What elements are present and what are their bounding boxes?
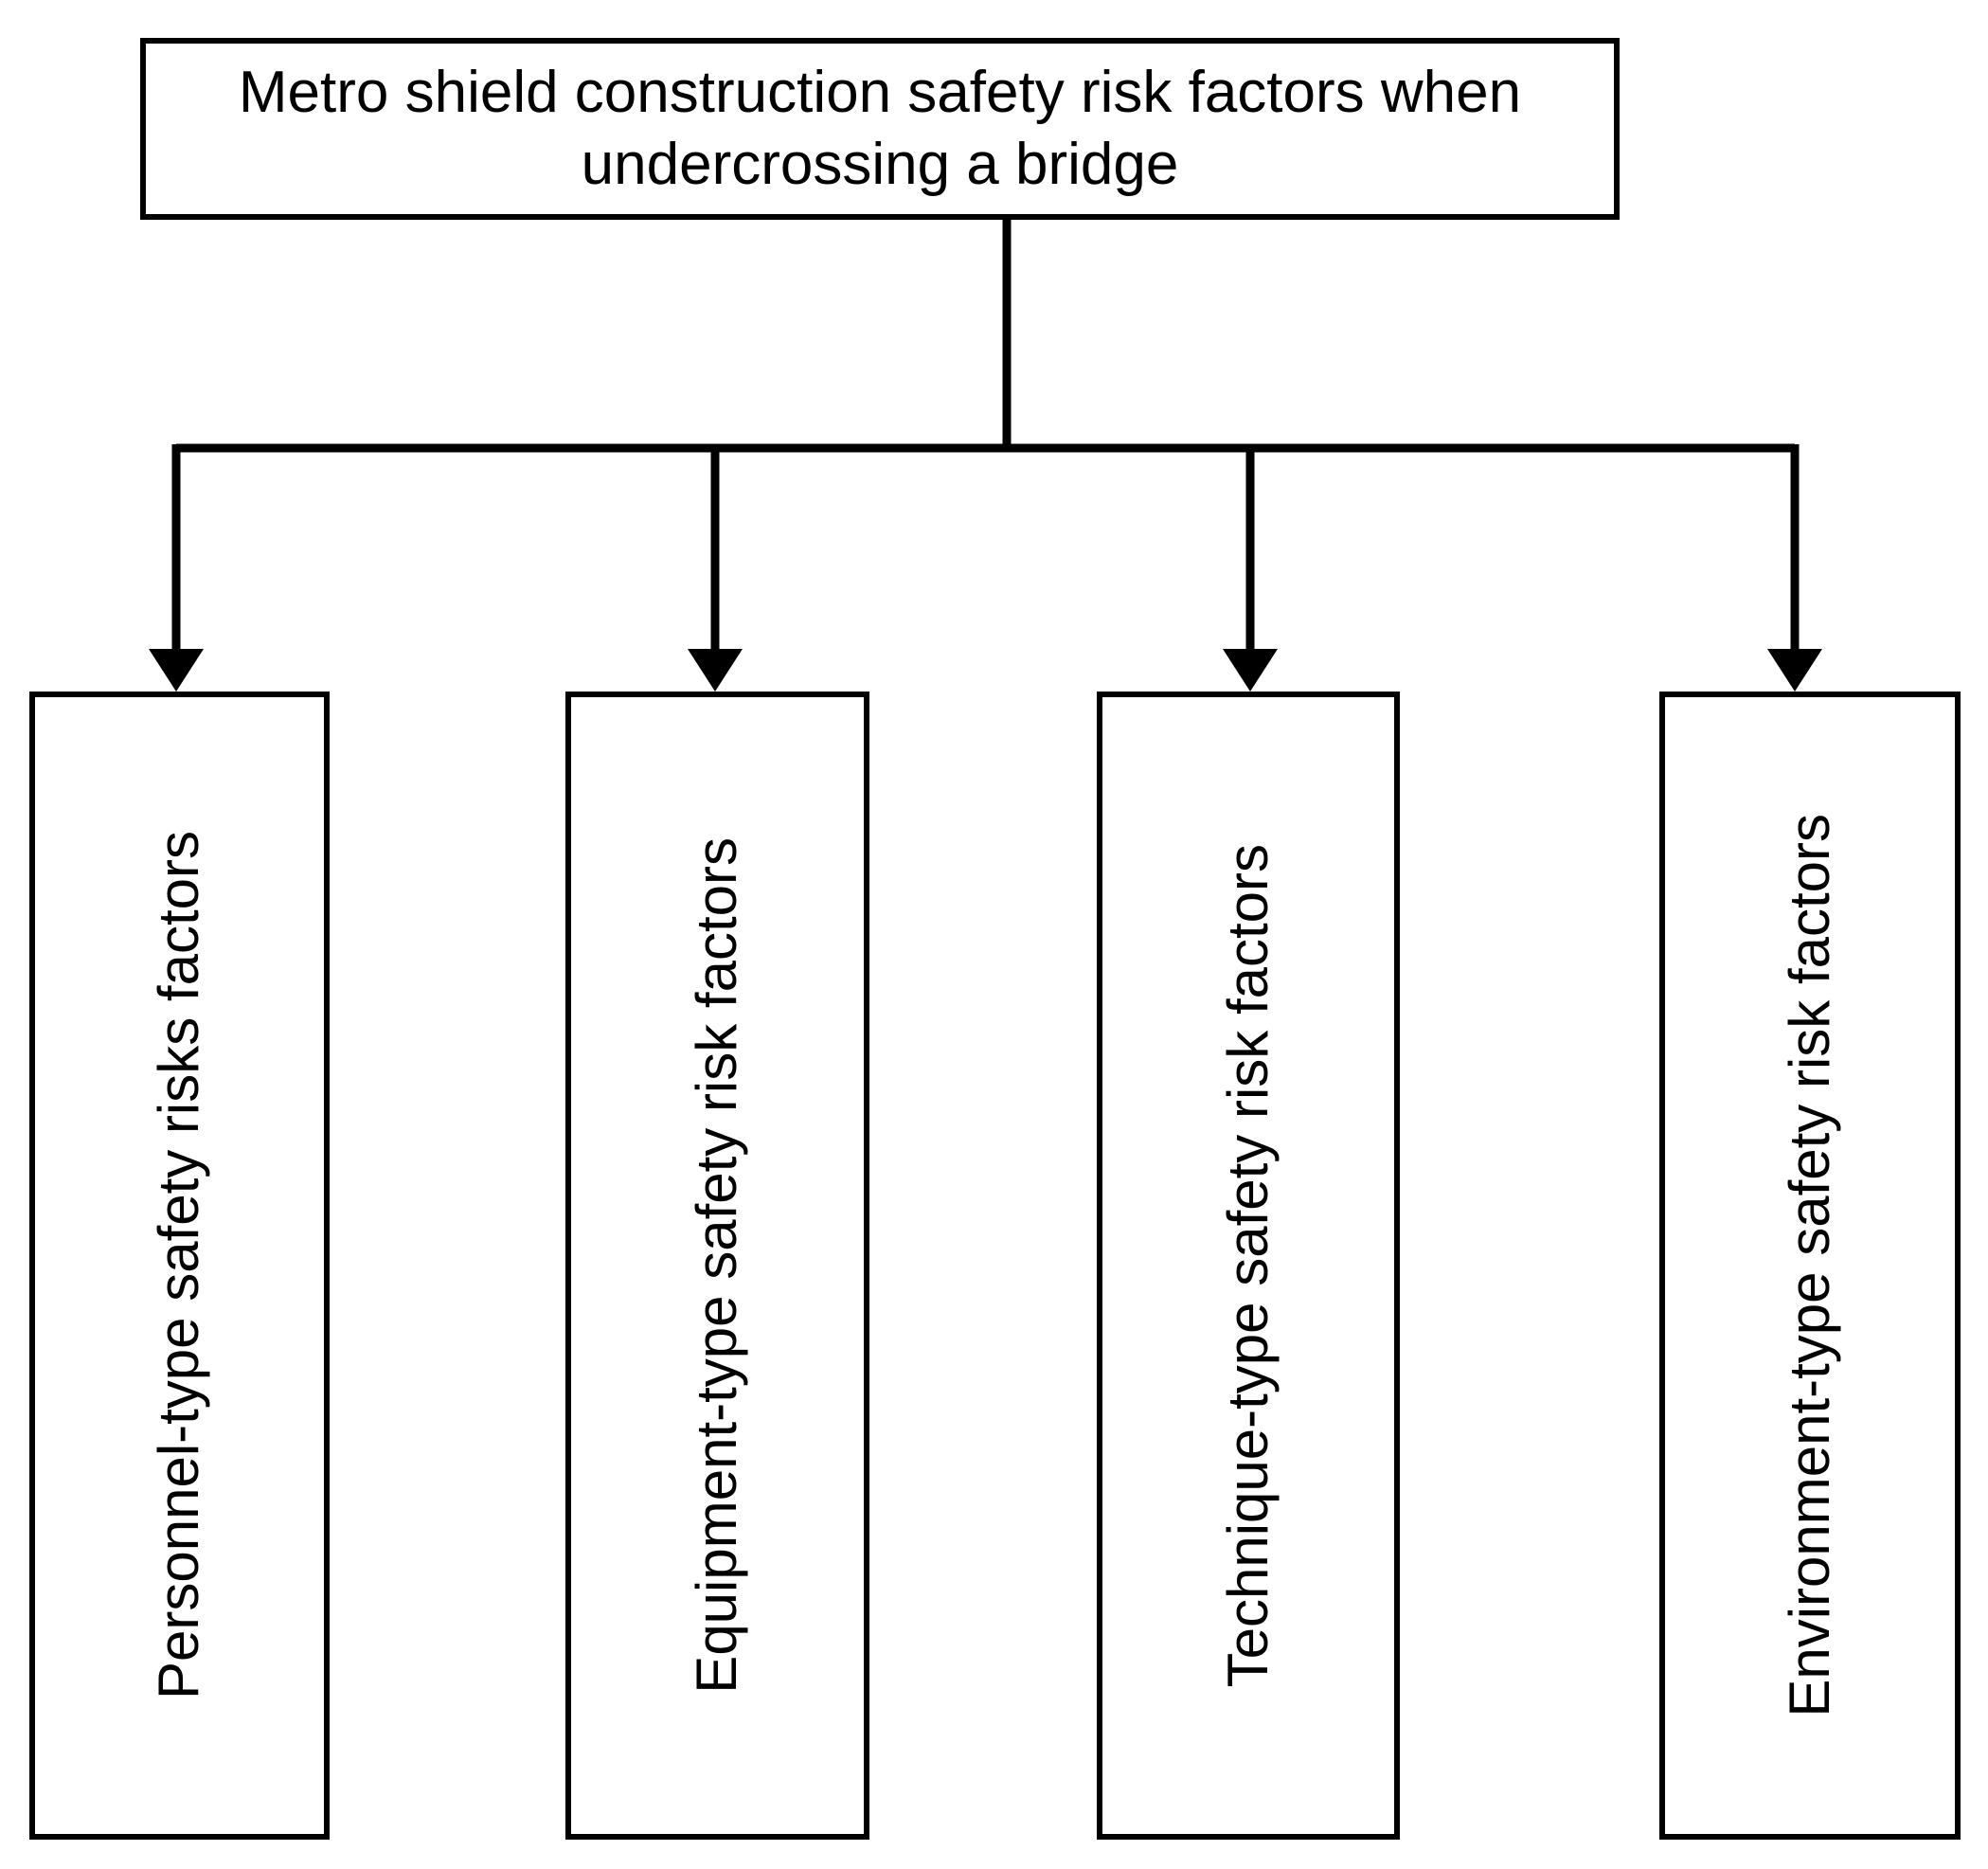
arrowhead-4 [1767,649,1822,692]
leaf-node-box-personnel: Personnel-type safety risks factors [29,692,330,1840]
leaf-node-box-environment: Environment-type safety risk factors [1659,692,1961,1840]
leaf-node-label-equipment: Equipment-type safety risk factors [685,837,749,1694]
leaf-node-label-technique: Technique-type safety risk factors [1215,843,1280,1688]
leaf-node-label-environment: Environment-type safety risk factors [1777,814,1841,1717]
leaf-label-wrapper: Technique-type safety risk factors [1102,697,1394,1834]
arrowhead-3 [1223,649,1278,692]
leaf-label-wrapper: Personnel-type safety risks factors [35,697,324,1834]
leaf-node-label-personnel: Personnel-type safety risks factors [147,831,211,1700]
root-node-label: Metro shield construction safety risk fa… [238,60,1522,197]
arrowhead-1 [149,649,204,692]
leaf-node-box-technique: Technique-type safety risk factors [1097,692,1400,1840]
arrowhead-2 [688,649,743,692]
leaf-label-wrapper: Equipment-type safety risk factors [571,697,864,1834]
leaf-node-box-equipment: Equipment-type safety risk factors [565,692,869,1840]
root-node-box: Metro shield construction safety risk fa… [140,38,1620,220]
leaf-label-wrapper: Environment-type safety risk factors [1665,697,1955,1834]
